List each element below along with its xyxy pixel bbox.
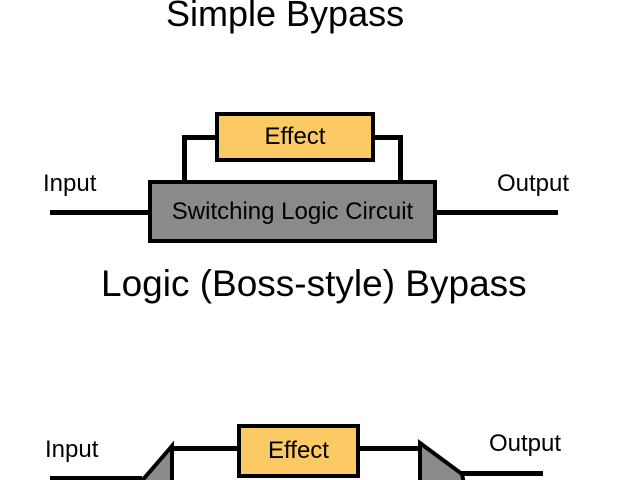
output-label-2: Output xyxy=(489,430,562,457)
output-label: Output xyxy=(497,170,570,197)
output-lead-line-2 xyxy=(457,471,543,476)
wire-right-vertical xyxy=(398,135,403,181)
wire-from-effect xyxy=(358,446,422,451)
input-buffer-triangle xyxy=(139,440,174,480)
effect-box-label: Effect xyxy=(264,123,326,150)
boss-bypass-title: Logic (Boss-style) Bypass xyxy=(101,263,527,304)
effect-box-2-label: Effect xyxy=(268,437,329,464)
wire-left-vertical xyxy=(182,135,187,181)
switching-logic-label: Switching Logic Circuit xyxy=(171,197,414,225)
switching-logic-box: Switching Logic Circuit xyxy=(148,180,437,243)
input-label-2: Input xyxy=(45,436,99,463)
wire-left-horizontal xyxy=(182,135,218,140)
input-label: Input xyxy=(43,170,97,197)
effect-box: Effect xyxy=(215,112,375,162)
output-lead-line xyxy=(437,210,558,215)
input-lead-line-2 xyxy=(50,476,142,480)
input-lead-line xyxy=(50,210,148,215)
wire-to-effect xyxy=(170,446,239,451)
simple-bypass-title: Simple Bypass xyxy=(166,0,405,34)
effect-box-2: Effect xyxy=(237,424,360,478)
wire-right-horizontal xyxy=(372,135,403,140)
